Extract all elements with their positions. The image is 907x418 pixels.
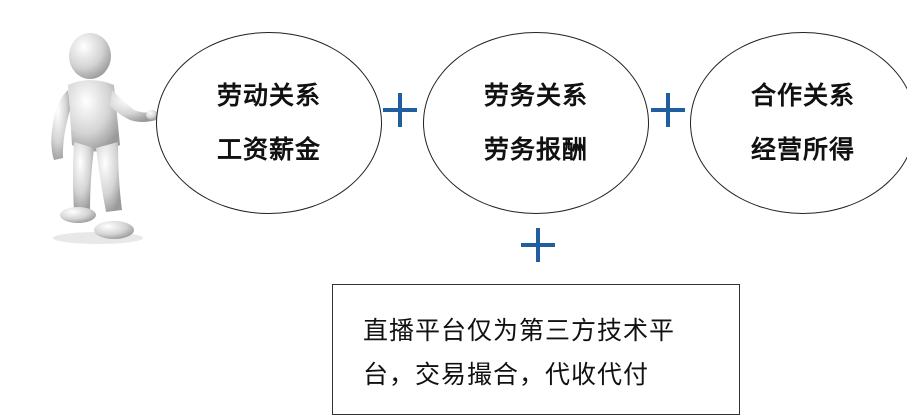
3d-person-figure-icon [51, 33, 158, 244]
circle-labor-relation: 劳动关系 [216, 81, 321, 110]
plus-icon [651, 93, 685, 127]
circle-service-relation: 劳务关系 [483, 81, 588, 110]
platform-note-text: 直播平台仅为第三方技术平台，交易撮合，代收代付 [363, 316, 676, 389]
circle-cooperation-income: 经营所得 [750, 135, 855, 164]
circle-service: 劳务关系 劳务报酬 [423, 32, 649, 214]
circle-cooperation-relation: 合作关系 [750, 81, 855, 110]
circle-cooperation: 合作关系 经营所得 [690, 32, 907, 214]
circle-labor-income: 工资薪金 [216, 135, 321, 164]
circle-labor: 劳动关系 工资薪金 [156, 32, 382, 214]
plus-icon [383, 93, 417, 127]
platform-note-box: 直播平台仅为第三方技术平台，交易撮合，代收代付 [332, 284, 740, 415]
plus-icon [521, 228, 555, 262]
circle-service-income: 劳务报酬 [483, 135, 588, 164]
